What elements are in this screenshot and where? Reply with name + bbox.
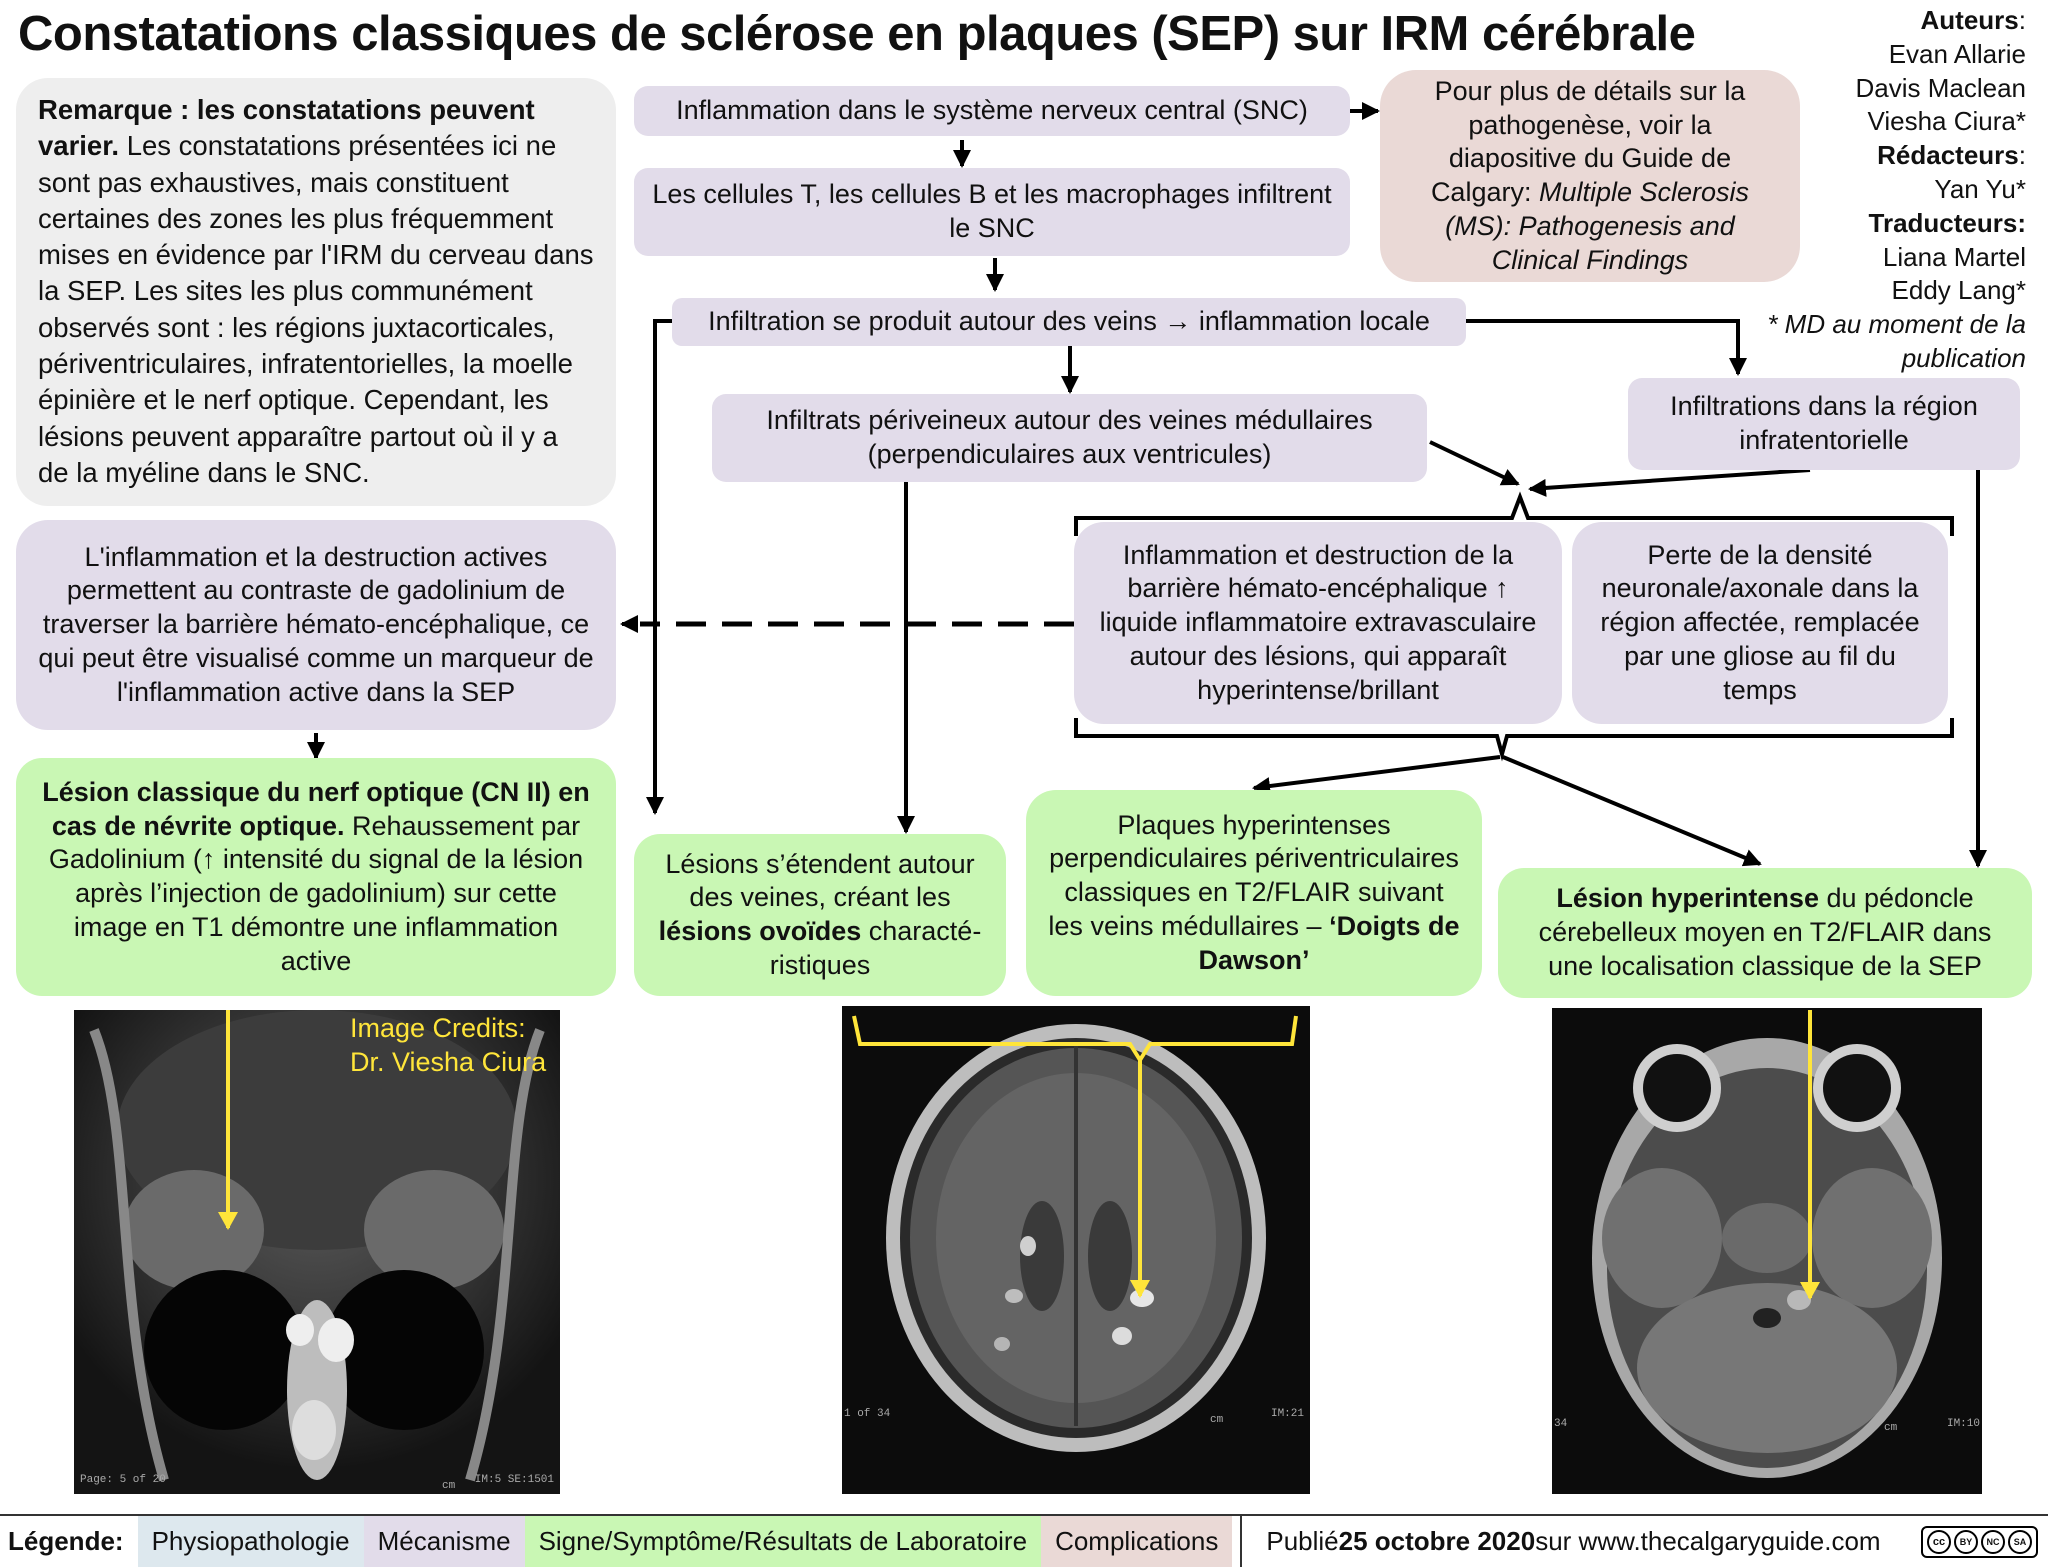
img1-footer-right: IM:5 SE:1501 bbox=[474, 1474, 554, 1486]
arrow-to-infratentorial bbox=[1466, 319, 1747, 376]
periveinous-box: Infiltrats périveineux autour des veines… bbox=[712, 394, 1427, 482]
img2-cm: cm bbox=[1210, 1414, 1224, 1426]
optic-text: Rehaussement par Gadolinium (↑ intensité… bbox=[48, 810, 584, 976]
author-name: Davis Maclean bbox=[1855, 72, 2026, 103]
cells-infiltrate-box: Les cellules T, les cellules B et les ma… bbox=[634, 168, 1350, 256]
arrow-to-dawson bbox=[1252, 755, 1501, 795]
img3-footer-right: IM:10 bbox=[1946, 1418, 1980, 1430]
image-annotations bbox=[218, 1010, 1820, 1300]
legend-mechanism: Mécanisme bbox=[363, 1516, 525, 1567]
cc-by-icon: BY bbox=[1954, 1529, 1978, 1554]
pathogenesis-box: Pour plus de détails sur la pathogenèse,… bbox=[1380, 70, 1800, 282]
legend-bar: Légende: Physiopathologie Mécanisme Sign… bbox=[0, 1514, 2048, 1567]
img3-cm: cm bbox=[1884, 1422, 1898, 1434]
remark-bold: Remarque : les constatations peuvent var… bbox=[38, 94, 535, 162]
optic-nerve-box: Lésion classique du nerf optique (CN II)… bbox=[16, 758, 616, 996]
image-credits: Image Credits: Dr. Viesha Ciura bbox=[350, 1013, 547, 1077]
legend-complications: Complications bbox=[1041, 1516, 1233, 1567]
inflammation-snc-box: Inflammation dans le système nerveux cen… bbox=[634, 86, 1350, 136]
cc-license-badge: cc BY NC SA bbox=[1921, 1516, 2038, 1567]
flow-connectors bbox=[307, 102, 1987, 868]
img1-footer-left: Page: 5 of 20 bbox=[80, 1474, 166, 1486]
dawson-text: Plaques hyperintenses perpendiculaires p… bbox=[1048, 809, 1459, 941]
neuronal-loss-box: Perte de la densité neuronale/axonale da… bbox=[1572, 522, 1948, 724]
pathogenesis-text: Pour plus de détails sur la pathogenèse,… bbox=[1430, 75, 1746, 207]
authors-label: Auteurs bbox=[1920, 5, 2019, 35]
translators-label: Traducteurs: bbox=[1868, 207, 2027, 238]
gadolinium-box: L'inflammation et la destruction actives… bbox=[16, 520, 616, 730]
editors-label: Rédacteurs bbox=[1877, 140, 2019, 171]
img3-footer-left: 34 bbox=[1554, 1418, 1568, 1430]
md-note: * MD au moment de la publication bbox=[1767, 309, 2026, 373]
ovoid-text-pre: Lésions s’étendent autour des veines, cr… bbox=[665, 848, 975, 913]
cc-icon: cc bbox=[1927, 1529, 1951, 1554]
bbb-box: Inflammation et destruction de la barriè… bbox=[1074, 522, 1562, 724]
bracket-bottom bbox=[1074, 718, 1954, 762]
editor-name: Yan Yu* bbox=[1934, 173, 2026, 204]
arrow-periveinous-to-bracket bbox=[1429, 440, 1520, 486]
published-post: sur www.thecalgaryguide.com bbox=[1535, 1526, 1881, 1556]
ovoid-bold: lésions ovoïdes bbox=[658, 916, 862, 946]
arrow-left-to-ovoid bbox=[646, 319, 672, 815]
remark-box: Remarque : les constatations peuvent var… bbox=[16, 78, 616, 506]
author-name: Evan Allarie bbox=[1888, 38, 2026, 69]
page-title: Constatations classiques de sclérose en … bbox=[18, 7, 1696, 61]
translator-name: Liana Martel bbox=[1882, 241, 2026, 272]
infiltration-veins-box: Infiltration se produit autour des veins… bbox=[672, 298, 1466, 346]
img2-footer-left: 1 of 34 bbox=[844, 1408, 891, 1420]
arrow-infrat-to-bracket bbox=[1528, 468, 1811, 497]
author-name: Viesha Ciura* bbox=[1867, 106, 2026, 137]
img2-footer-right: IM:21 bbox=[1270, 1408, 1304, 1420]
mcp-lesion-box: Lésion hyperintense du pédoncle cérebell… bbox=[1498, 868, 2032, 998]
img1-cm: cm bbox=[442, 1480, 456, 1492]
published-pre: Publié bbox=[1266, 1526, 1339, 1556]
dawson-bold: ‘Doigts de Dawson’ bbox=[1198, 910, 1460, 975]
mri-axial-dawson-image: 1 of 34 IM:21 cm bbox=[842, 1006, 1310, 1494]
arrow-to-mcp bbox=[1502, 755, 1762, 867]
infratentorial-box: Infiltrations dans la région infratentor… bbox=[1628, 378, 2020, 470]
mri-axial-mcp-image: 34 IM:10 cm bbox=[1552, 1008, 1982, 1494]
published-info: Publié ​25 octobre 2020 sur www.thecalga… bbox=[1240, 1516, 1894, 1567]
legend-physiopathology: Physiopathologie bbox=[137, 1516, 364, 1567]
pathogenesis-link: Multiple Sclerosis (MS): Pathogenesis an… bbox=[1445, 177, 1750, 275]
remark-text: Les constatations présentées ici ne sont… bbox=[38, 130, 594, 488]
translator-name: Eddy Lang* bbox=[1891, 275, 2026, 306]
legend-sign-symptom: Signe/Symptôme/Résultats de Laboratoire bbox=[524, 1516, 1042, 1567]
published-date: 25 octobre 2020 bbox=[1338, 1526, 1536, 1556]
legend-label: Légende: bbox=[8, 1526, 124, 1556]
mri-coronal-optic-image: Page: 5 of 20 IM:5 SE:1501 cm bbox=[74, 1010, 560, 1494]
ovoid-lesions-box: Lésions s’étendent autour des veines, cr… bbox=[634, 834, 1006, 996]
cc-sa-icon: SA bbox=[2008, 1529, 2032, 1554]
ovoid-text-post: characté­ristiques bbox=[769, 916, 982, 980]
mcp-text: du pédoncle cérebelleux moyen en T2/FLAI… bbox=[1538, 883, 1992, 981]
cc-nc-icon: NC bbox=[1981, 1529, 2005, 1554]
bracket-dawson-lesions bbox=[852, 1015, 1298, 1064]
bracket-top bbox=[1074, 491, 1954, 536]
mcp-bold: Lésion hyperintense bbox=[1556, 883, 1819, 914]
authors-block: Auteurs: Evan Allarie Davis Maclean Vies… bbox=[1766, 4, 2026, 376]
dawson-fingers-box: Plaques hyperintenses perpendiculaires p… bbox=[1026, 790, 1482, 996]
optic-bold: Lésion classique du nerf optique (CN II)… bbox=[42, 776, 590, 841]
